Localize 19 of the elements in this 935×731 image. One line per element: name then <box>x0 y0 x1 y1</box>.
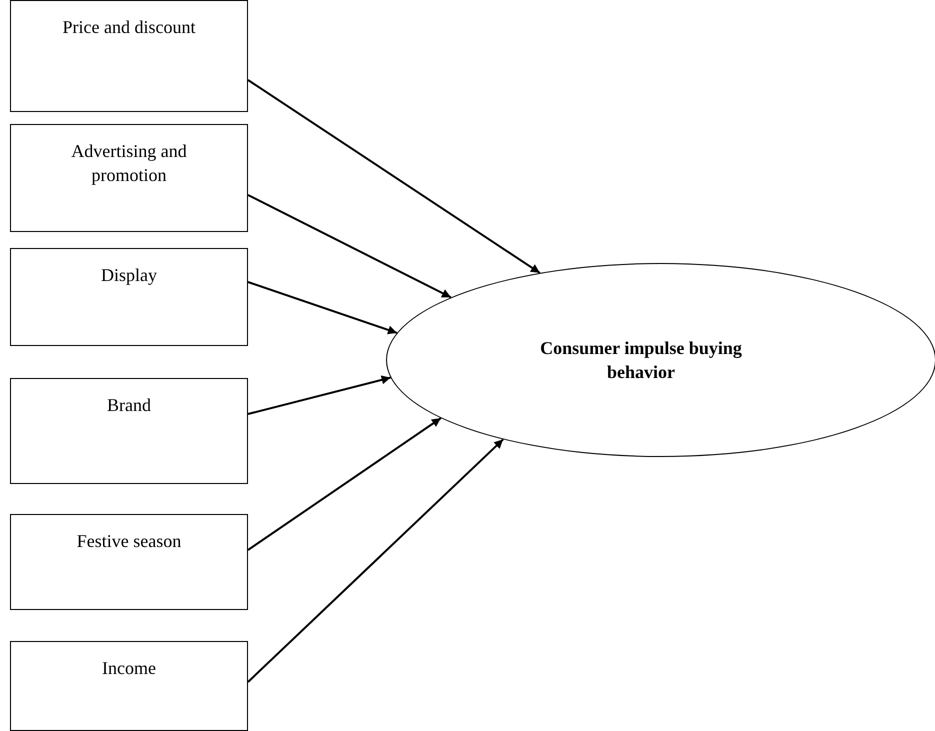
arrow <box>247 417 442 551</box>
factor-label: Price and discount <box>62 16 196 39</box>
factor-box <box>10 514 248 610</box>
factor-label: Advertising and promotion <box>70 140 188 187</box>
factor-label: Brand <box>107 394 151 417</box>
factor-box <box>10 378 248 484</box>
factor-label: Festive season <box>76 530 182 553</box>
factor-box <box>10 0 248 112</box>
arrow <box>247 79 540 274</box>
factor-label: Display <box>101 264 157 287</box>
factor-box <box>10 641 248 731</box>
factor-box <box>10 124 248 232</box>
arrow <box>248 194 452 298</box>
outcome-label: Consumer impulse buying behavior <box>539 337 743 384</box>
arrow <box>247 438 504 683</box>
factor-box <box>10 248 248 346</box>
arrow <box>248 376 391 415</box>
arrow <box>248 281 398 334</box>
factor-label: Income <box>102 657 156 680</box>
